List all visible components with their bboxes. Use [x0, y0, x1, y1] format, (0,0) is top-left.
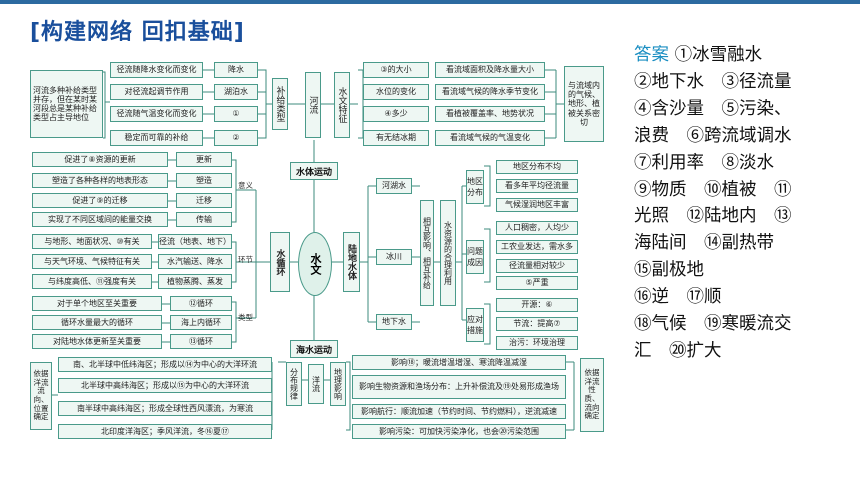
water-cycle-hub: 水循环 [270, 232, 290, 292]
answer-line-10: ⑱气候 ⑲寒暖流交 [634, 314, 792, 335]
type-tag-3: ⑬循环 [170, 334, 232, 349]
meaning-tag-1: 更新 [176, 152, 232, 167]
link-tag-2: 水汽输送、降水 [158, 254, 232, 269]
center-node: 水文 [298, 232, 332, 296]
hydro-hub: 水文特征 [334, 72, 350, 138]
link-item-1: 与地形、地面状况、⑩有关 [32, 234, 152, 249]
answer-line-8: ⑮副极地 [634, 260, 704, 281]
supply-type-hub: 补给类型 [272, 78, 288, 130]
land-water-glacier: 冰川 [376, 249, 412, 265]
meaning-tag-4: 传输 [176, 212, 232, 227]
causes-label: 问题成因 [466, 240, 484, 274]
supply-note: 河流多种补给类型并存，但在某时某河段总是某种补给类型占主导地位 [30, 70, 103, 138]
hydro-item-1: ③的大小 [363, 62, 429, 78]
link-item-3: 与纬度高低、⑪强度有关 [32, 274, 152, 289]
supply-desc-3: 径流随气温变化而变化 [110, 106, 203, 122]
current-effect-1: 影响⑱；暖流增温增湿、寒流降温减湿 [352, 355, 566, 370]
answer-panel: 答案 ①冰雪融水 ②地下水 ③径流量 ④含沙量 ⑤污染、 浪费 ⑥跨流域调水 ⑦… [634, 42, 859, 365]
type-item-3: 对陆地水体更新至关重要 [32, 334, 162, 349]
river-hub: 河流 [305, 72, 321, 138]
current-rule-3: 南半球中高纬海区；形成全球性西风漂流，为寒流 [58, 401, 272, 416]
cause-item-1: 人口稠密，人均少 [496, 221, 578, 235]
distribution-item-1: 地区分布不均 [496, 160, 578, 174]
answer-line-5: ⑨物质 ⑩植被 ⑪ [634, 179, 792, 200]
measures-label: 应对措施 [466, 308, 484, 342]
answer-line-6: 光照 ⑫陆地内 ⑬ [634, 206, 792, 227]
current-rule-1: 南、北半球中低纬海区；形成以⑭为中心的大洋环流 [58, 357, 272, 372]
hydro-item-2: 水位的变化 [363, 84, 429, 100]
currents-right-label: 依据洋流性质、流向确定 [580, 358, 604, 432]
supply-desc-4: 稳定而可靠的补给 [110, 130, 203, 146]
supply-desc-1: 径流随降水变化而变化 [110, 62, 203, 78]
top-accent-bar [0, 0, 860, 4]
supply-desc-2: 对径流起调节作用 [110, 84, 203, 100]
answer-line-0: 答案 ①冰雪融水 [634, 45, 763, 65]
sea-water-movement-hub: 海水运动 [290, 340, 338, 358]
type-item-1: 对于单个地区至关重要 [32, 296, 162, 311]
current-rule-4: 北印度洋海区；季风洋流，冬⑯夏⑰ [58, 424, 272, 439]
hydro-item-3: ④多少 [363, 106, 429, 122]
hydro-note: 与流域内的气候、地形、植被关系密切 [564, 66, 604, 142]
current-effect-3: 影响航行：顺流加速（节约时间、节约燃料），逆流减速 [352, 404, 566, 419]
hydro-detail-4: 看流域气候的气温变化 [435, 130, 545, 146]
rational-use-hub: 水资源的合理利用 [440, 200, 456, 306]
cause-item-3: 径流量相对较少 [496, 259, 578, 273]
answer-line-1: ②地下水 ③径流量 [634, 71, 792, 92]
answer-line-2: ④含沙量 ⑤污染、 [634, 98, 792, 119]
measure-item-2: 节流：提高⑦ [496, 317, 578, 331]
hydro-detail-3: 看植被覆盖率、地势状况 [435, 106, 545, 122]
type-item-2: 循环水量最大的循环 [32, 315, 162, 330]
mutual-hub: 相互影响、相互补给 [420, 200, 434, 306]
hydro-item-4: 有无结冰期 [363, 130, 429, 146]
meaning-item-3: 促进了⑨的迁移 [32, 193, 168, 208]
type-tag-2: 海上内循环 [170, 315, 232, 330]
land-water-hub: 陆地水体 [343, 232, 360, 292]
supply-type-blank-2: ② [214, 130, 258, 146]
types-label: 类型 [238, 313, 253, 322]
land-water-ground: 地下水 [376, 314, 412, 330]
geo-effect-hub: 地理影响 [330, 362, 346, 406]
land-water-lake: 河湖水 [376, 178, 412, 194]
meaning-item-1: 促进了⑧资源的更新 [32, 152, 168, 167]
current-effect-4: 影响污染：可加快污染净化，也会⑳污染范围 [352, 424, 566, 439]
page-title: [构建网络 回扣基础] [30, 20, 245, 45]
distribution-label: 地区分布 [466, 170, 484, 204]
answer-line-7: 海陆间 ⑭副热带 [634, 233, 774, 254]
meaning-tag-3: 迁移 [176, 193, 232, 208]
answer-label: 答案 [634, 45, 669, 65]
answer-line-4: ⑦利用率 ⑧淡水 [634, 152, 774, 173]
link-tag-1: 径流（地表、地下） [158, 234, 232, 249]
currents-left-label: 依据洋流流向、位置确定 [30, 362, 52, 430]
meaning-label: 意义 [238, 181, 253, 190]
supply-type-lake: 湖泊水 [214, 84, 258, 100]
distribution-rule-hub: 分布规律 [286, 362, 302, 406]
answer-line-11: 汇 ⑳扩大 [634, 340, 722, 361]
meaning-tag-2: 塑造 [176, 173, 232, 188]
distribution-item-2: 看多年平均径流量 [496, 179, 578, 193]
current-rule-2: 北半球中高纬海区；形成以⑮为中心的大洋环流 [58, 378, 272, 393]
current-effect-2: 影响生物资源和渔场分布：上升补偿流及⑲处易形成渔场 [352, 375, 566, 399]
water-movement-hub: 水体运动 [290, 162, 338, 180]
hydro-detail-1: 看流域面积及降水量大小 [435, 62, 545, 78]
link-item-2: 与天气环境、气候特征有关 [32, 254, 152, 269]
ocean-current-hub: 洋流 [308, 364, 324, 404]
meaning-item-4: 实现了不同区域间的能量交换 [32, 212, 168, 227]
hydro-detail-2: 看流域气候的降水季节变化 [435, 84, 545, 100]
type-tag-1: ⑫循环 [170, 296, 232, 311]
answer-line-3: 浪费 ⑥跨流域调水 [634, 125, 792, 146]
meaning-item-2: 塑造了各种各样的地表形态 [32, 173, 168, 188]
answer-line-9: ⑯逆 ⑰顺 [634, 287, 722, 308]
supply-type-blank-1: ① [214, 106, 258, 122]
cause-item-4: ⑤严重 [496, 276, 578, 290]
supply-type-rain: 降水 [214, 62, 258, 78]
cause-item-2: 工农业发达，需水多 [496, 240, 578, 254]
link-tag-3: 植物蒸腾、蒸发 [158, 274, 232, 289]
distribution-item-3: 气候湿润地区丰富 [496, 198, 578, 212]
measure-item-3: 治污：环境治理 [496, 336, 578, 350]
measure-item-1: 开源：⑥ [496, 298, 578, 312]
links-label: 环节 [238, 255, 253, 264]
